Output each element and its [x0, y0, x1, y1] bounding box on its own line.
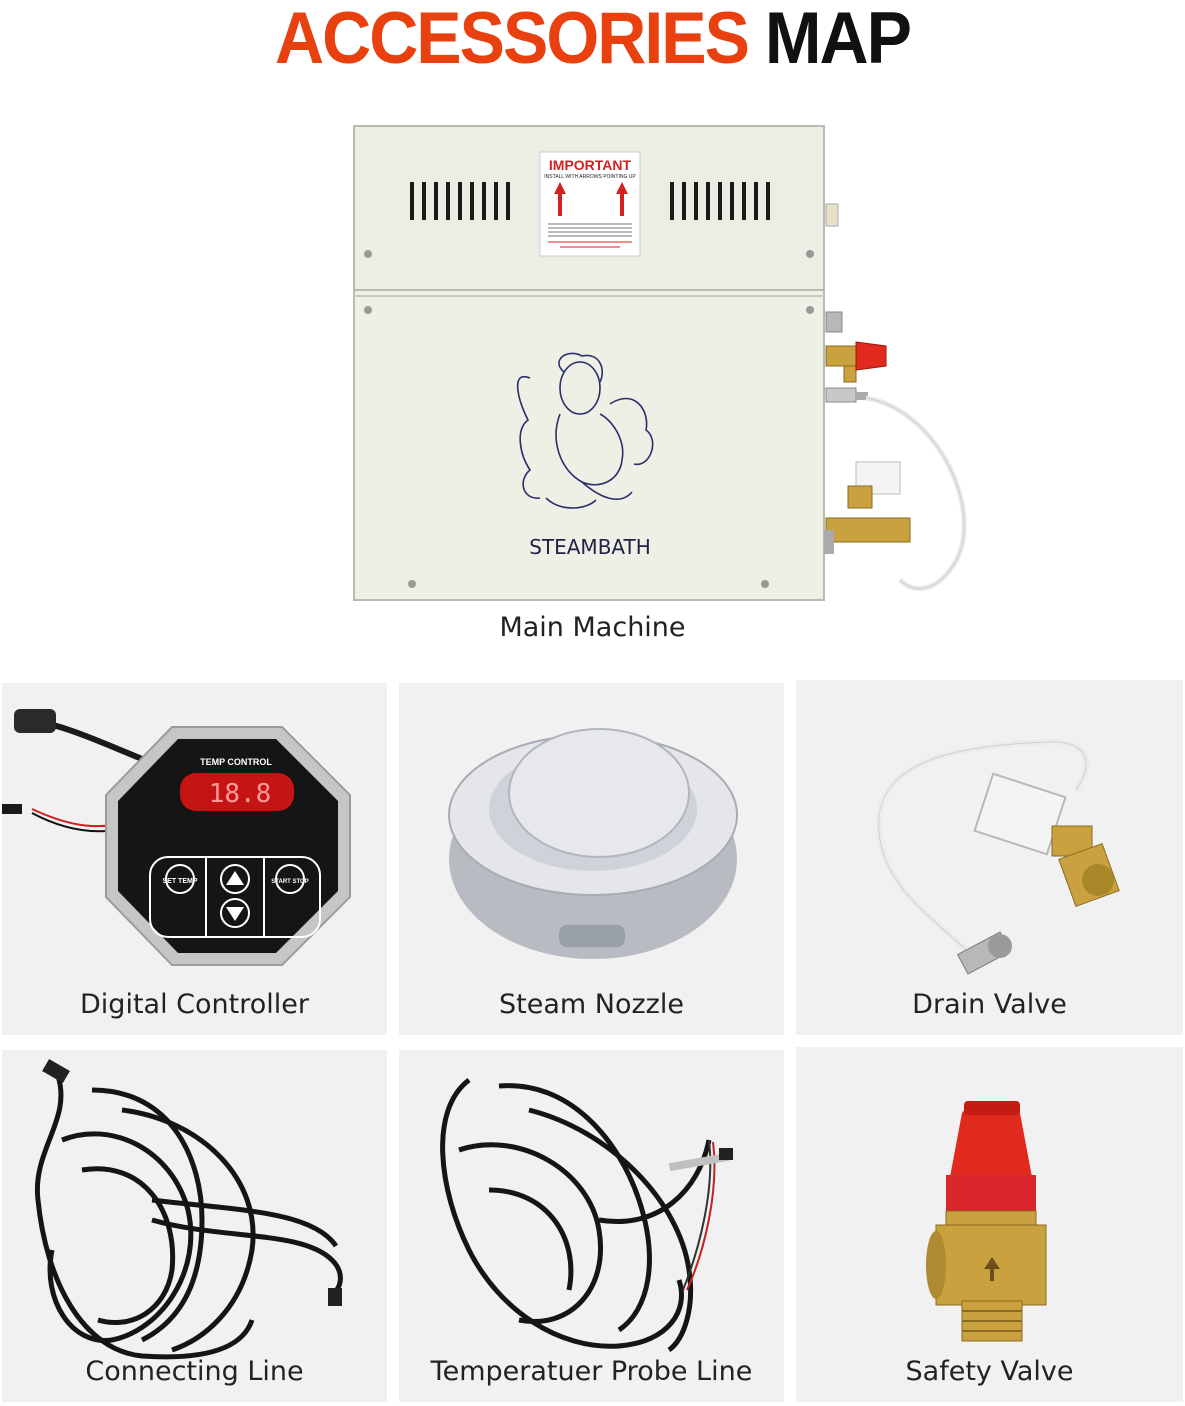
tile-steam-nozzle: Steam Nozzle	[399, 683, 784, 1035]
page-title: ACCESSORIES MAP	[0, 0, 1185, 77]
temperature-probe-line-caption: Temperatuer Probe Line	[430, 1356, 753, 1387]
controller-display: 18.8	[209, 779, 272, 809]
main-machine-image: IMPORTANT INSTALL WITH ARROWS POINTING U…	[350, 120, 980, 610]
digital-controller-caption: Digital Controller	[80, 989, 309, 1020]
tile-drain-valve: Drain Valve	[796, 680, 1183, 1035]
temperature-probe-line-image	[440, 1078, 733, 1353]
tile-digital-controller: TEMP CONTROL 18.8 SET TEMP START STOP Di…	[2, 683, 387, 1035]
arrow-up-icon	[226, 871, 244, 885]
steambath-label: STEAMBATH	[529, 535, 651, 559]
drain-valve-image	[875, 738, 1120, 975]
digital-controller-image: TEMP CONTROL 18.8 SET TEMP START STOP	[2, 709, 351, 966]
drain-valve-caption: Drain Valve	[912, 989, 1067, 1020]
safety-valve-caption: Safety Valve	[905, 1356, 1074, 1387]
tile-temperature-probe-line: Temperatuer Probe Line	[399, 1050, 784, 1402]
set-temp-button: SET TEMP	[162, 878, 197, 885]
tile-connecting-line: Connecting Line	[2, 1050, 387, 1402]
connecting-line-caption: Connecting Line	[85, 1356, 304, 1387]
title-map: MAP	[764, 0, 912, 80]
start-stop-button: START STOP	[271, 879, 308, 885]
connecting-line-image	[34, 1058, 343, 1360]
safety-valve-image	[926, 1101, 1047, 1342]
important-label: IMPORTANT	[549, 157, 632, 173]
arrow-down-icon	[226, 907, 244, 921]
install-label: INSTALL WITH ARROWS POINTING UP	[544, 174, 636, 180]
controller-panel-title: TEMP CONTROL	[200, 757, 272, 767]
title-accessories: ACCESSORIES	[274, 0, 750, 80]
tile-safety-valve: Safety Valve	[796, 1047, 1183, 1402]
main-machine-caption: Main Machine	[499, 612, 686, 643]
steam-nozzle-image	[448, 728, 738, 959]
steam-nozzle-caption: Steam Nozzle	[499, 989, 684, 1020]
